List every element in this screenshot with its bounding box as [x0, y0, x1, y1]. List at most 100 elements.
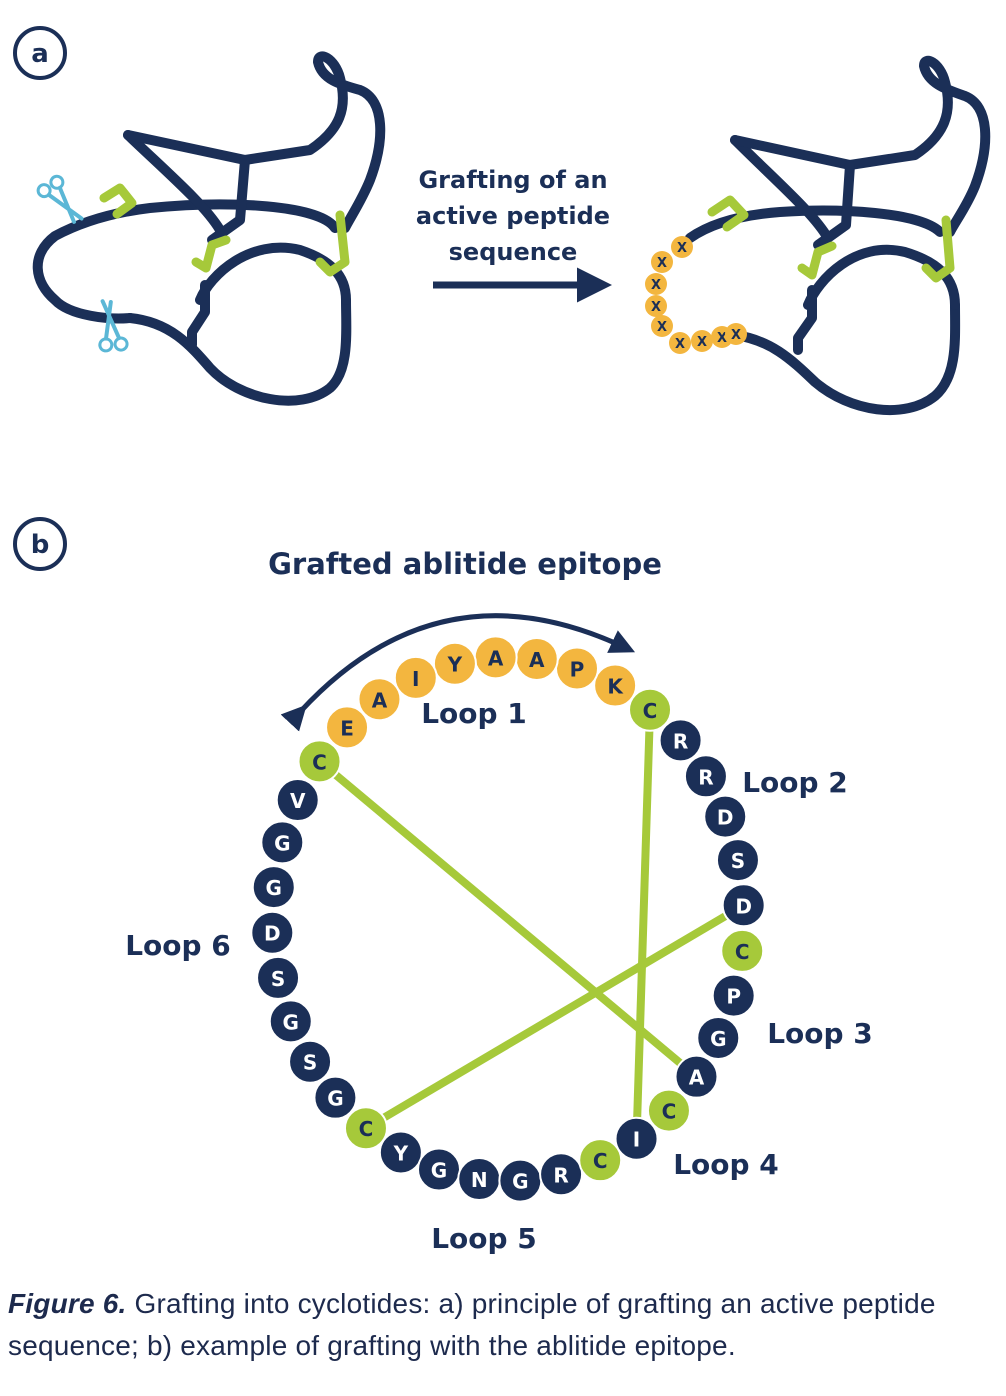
residue-letter: N	[471, 1168, 488, 1192]
residue-loop: A	[674, 1054, 719, 1099]
loop-4-label: Loop 4	[673, 1148, 779, 1181]
cyclotide-original	[32, 51, 386, 406]
residue-letter: D	[264, 922, 281, 946]
residue-letter: D	[735, 894, 752, 918]
panel-a-letter: a	[31, 39, 49, 69]
residue-letter: G	[283, 1010, 299, 1034]
epitope-span-arrow	[280, 613, 636, 732]
residue-epitope: E	[325, 705, 370, 750]
residue-letter: Y	[393, 1141, 409, 1165]
residue-letter: G	[710, 1027, 726, 1051]
residue-loop: V	[275, 778, 320, 823]
residue-cys: C	[720, 928, 765, 973]
residue-loop: D	[721, 883, 766, 928]
residue-cys: C	[578, 1138, 623, 1183]
residue-letter: P	[726, 985, 741, 1009]
graft-bead: X	[651, 315, 673, 337]
residue-letter: G	[512, 1170, 528, 1194]
residue-cys: C	[646, 1088, 691, 1133]
arrow-text-line: active peptide	[416, 202, 610, 230]
disulfide-bond	[632, 709, 655, 1139]
graft-bead: X	[671, 236, 693, 258]
residue-letter: G	[431, 1159, 447, 1183]
loop-6-label: Loop 6	[125, 929, 231, 962]
residue-letter: P	[570, 657, 585, 681]
residue-loop: P	[711, 973, 756, 1018]
residue-loop: D	[703, 794, 748, 839]
disulfide-bond	[363, 901, 746, 1132]
residue-loop: G	[313, 1075, 358, 1120]
residue-letter: R	[698, 765, 713, 789]
residue-letter: A	[488, 646, 504, 670]
panel-b-badge: b	[13, 517, 67, 571]
residue-loop: R	[683, 754, 728, 799]
residue-loop: G	[251, 865, 296, 910]
residue-cys: C	[297, 739, 342, 784]
residue-loop: G	[260, 820, 305, 865]
residue-loop: G	[696, 1015, 741, 1060]
residue-letter: C	[643, 699, 658, 723]
residue-letter: G	[274, 831, 290, 855]
residue-epitope: A	[473, 635, 518, 680]
residue-epitope: K	[593, 663, 638, 708]
residue-epitope: A	[514, 636, 559, 681]
residue-letter: S	[731, 849, 745, 873]
residue-letter: A	[689, 1066, 705, 1090]
arrow-text-line: sequence	[449, 238, 578, 266]
figure-caption: Figure 6. Grafting into cyclotides: a) p…	[8, 1283, 998, 1367]
residue-letter: C	[312, 750, 327, 774]
residue-letter: G	[266, 876, 282, 900]
figure-canvas: a Grafting	[13, 26, 991, 1255]
graft-bead: X	[645, 295, 667, 317]
residue-loop: Y	[378, 1130, 423, 1175]
loop-5-label: Loop 5	[431, 1222, 537, 1255]
residue-letter: D	[717, 806, 734, 830]
residue-letter: K	[607, 675, 624, 699]
caption-lead: Figure 6.	[8, 1288, 127, 1319]
residue-loop: S	[256, 955, 301, 1000]
residue-cys: C	[628, 687, 673, 732]
residue-loop: R	[658, 718, 703, 763]
svg-text:X: X	[697, 335, 707, 350]
graft-bead: X	[645, 273, 667, 295]
residue-letter: Y	[447, 653, 463, 677]
svg-text:X: X	[675, 337, 685, 352]
panel-b-letter: b	[31, 530, 50, 560]
disulfide-bond	[316, 758, 700, 1080]
residue-loop: S	[288, 1039, 333, 1084]
residue-letter: R	[553, 1163, 568, 1187]
residue-epitope: P	[554, 646, 599, 691]
residue-loop: G	[268, 999, 313, 1044]
residue-loop: S	[715, 838, 760, 883]
cyclotide-original-disulfides	[99, 183, 350, 277]
panel-a-badge: a	[13, 26, 67, 80]
residue-loop: D	[250, 910, 295, 955]
residue-loop: G	[498, 1158, 543, 1203]
loop-2-label: Loop 2	[742, 766, 848, 799]
residue-loop: G	[417, 1147, 462, 1192]
panel-b: b Grafted ablitide epitope KPAAYIAECVGGD…	[13, 517, 873, 1255]
graft-bead: X	[651, 251, 673, 273]
svg-text:X: X	[657, 256, 667, 271]
svg-text:X: X	[717, 331, 727, 346]
svg-text:X: X	[651, 278, 661, 293]
residue-letter: V	[290, 789, 306, 813]
residue-epitope: A	[357, 677, 402, 722]
residue-letter: C	[662, 1100, 677, 1124]
residue-loop: R	[539, 1152, 584, 1197]
svg-text:X: X	[731, 328, 741, 343]
residue-epitope: I	[393, 655, 438, 700]
epitope-label: Grafted ablitide epitope	[268, 547, 662, 581]
residue-loop: I	[614, 1116, 659, 1161]
disulfide-bonds	[316, 709, 746, 1139]
residue-letter: A	[372, 688, 388, 712]
residue-epitope: Y	[432, 641, 477, 686]
residue-letter: R	[673, 729, 688, 753]
residue-letter: C	[735, 940, 750, 964]
residue-letter: C	[593, 1149, 608, 1173]
residue-letter: I	[412, 667, 419, 691]
graft-bead: X	[669, 332, 691, 354]
scissors-icon	[98, 299, 129, 353]
